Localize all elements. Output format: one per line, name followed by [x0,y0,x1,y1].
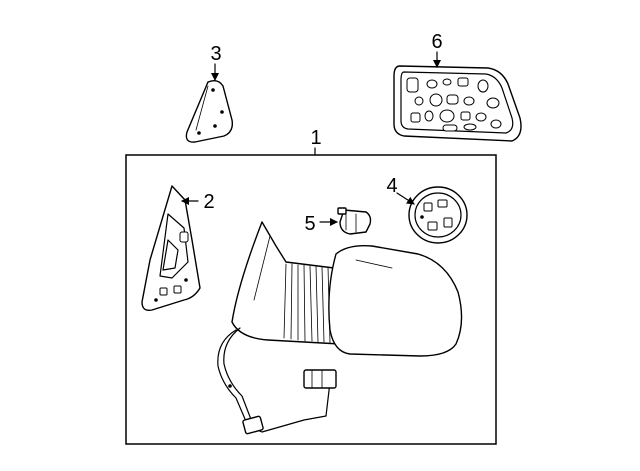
callout-4: 4 [386,175,397,197]
callout-1: 1 [310,127,321,149]
mounting-bracket-part-3 [185,79,234,143]
ribbed-neck [283,263,331,344]
lamp-socket-part-5 [337,207,372,235]
callout-3: 3 [210,43,221,65]
callout-6: 6 [431,31,442,53]
mirror-glass-backing-holes [406,77,502,132]
callout-2: 2 [203,191,214,213]
cover-part-2 [141,185,201,312]
motor-part-4 [408,186,468,244]
callout-5: 5 [304,213,315,235]
mirror-glass-part-6 [393,65,522,142]
leader-4 [396,192,415,205]
assembly-frame [125,154,497,445]
mirror-assembly-part-1 [217,221,463,435]
